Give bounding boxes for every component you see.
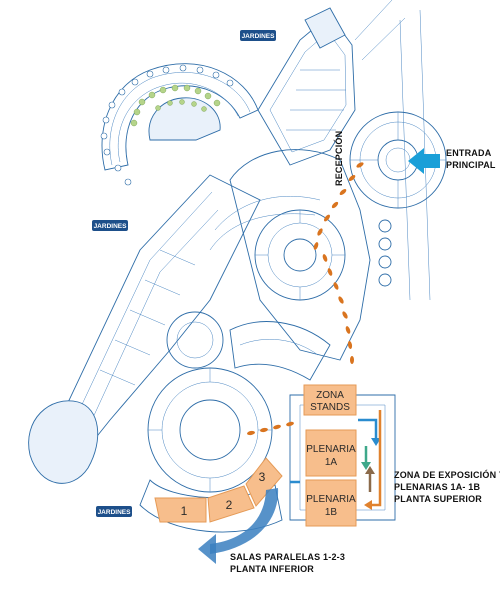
zona-exposicion-label-line1: ZONA DE EXPOSICIÓN Y bbox=[394, 469, 500, 480]
entrance-arrow-icon bbox=[408, 148, 440, 174]
svg-text:JARDINES: JARDINES bbox=[98, 509, 132, 516]
zona-exposicion-label-line3: PLANTA SUPERIOR bbox=[394, 494, 482, 504]
footprints-path bbox=[247, 162, 364, 436]
route-arrows bbox=[290, 410, 382, 510]
zona-stands-label-line1: ZONA bbox=[316, 390, 344, 401]
salas-curved-arrow-icon bbox=[198, 488, 279, 564]
salas-paralelas-label-line2: PLANTA INFERIOR bbox=[230, 564, 314, 574]
salas-paralelas-rooms: 1 2 3 bbox=[154, 457, 283, 523]
zona-exposicion-label-line2: PLENARIAS 1A- 1B bbox=[394, 482, 481, 492]
plenaria-1b-label-line1: PLENARIA bbox=[306, 494, 356, 505]
plenaria-1a-room: PLENARIA 1A bbox=[305, 429, 357, 477]
plenaria-1b-room: PLENARIA 1B bbox=[305, 479, 357, 527]
plenaria-1a-label-line1: PLENARIA bbox=[306, 444, 356, 455]
plenaria-1a-label-line2: 1A bbox=[325, 457, 338, 468]
zona-stands-room: ZONA STANDS bbox=[303, 384, 357, 416]
sala-2-label: 2 bbox=[226, 498, 233, 512]
garden-trees bbox=[130, 84, 221, 127]
zona-stands-label-line2: STANDS bbox=[310, 402, 350, 413]
salas-paralelas-label-line1: SALAS PARALELAS 1-2-3 bbox=[230, 552, 345, 562]
sala-3-label: 3 bbox=[259, 470, 266, 484]
jardines-badge-top: JARDINES bbox=[240, 30, 276, 41]
jardines-badge-bottom: JARDINES bbox=[96, 506, 132, 517]
svg-text:JARDINES: JARDINES bbox=[242, 33, 276, 40]
entrada-principal-label-line2: PRINCIPAL bbox=[446, 160, 496, 170]
plenaria-1b-label-line2: 1B bbox=[325, 507, 338, 518]
svg-text:JARDINES: JARDINES bbox=[94, 223, 128, 230]
sala-1-label: 1 bbox=[181, 504, 188, 518]
recepcion-label: RECEPCIÓN bbox=[333, 131, 344, 186]
floor-plan-outline bbox=[28, 0, 447, 533]
jardines-badge-left: JARDINES bbox=[92, 220, 128, 231]
entrada-principal-label-line1: ENTRADA bbox=[446, 148, 492, 158]
